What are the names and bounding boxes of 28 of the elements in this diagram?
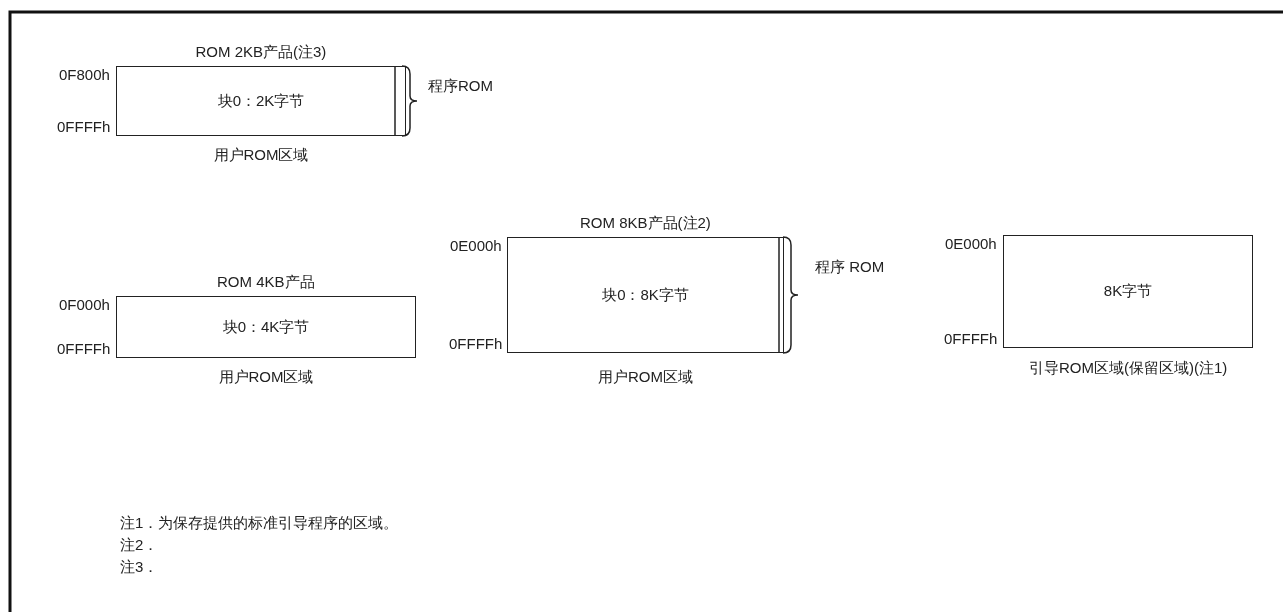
address-label: 0F800h bbox=[59, 66, 110, 84]
address-label: 0FFFFh bbox=[449, 335, 503, 353]
memory-block bbox=[507, 237, 784, 353]
block-label: 块0：8K字节 bbox=[602, 285, 689, 305]
area-heading: ROM 2KB产品(注3) bbox=[195, 43, 327, 61]
address-label: 0F000h bbox=[59, 296, 110, 314]
address-label: 0E000h bbox=[945, 235, 997, 253]
address-label: 0FFFFh bbox=[57, 118, 111, 136]
memory-block bbox=[1003, 235, 1253, 348]
area-caption: 引导ROM区域(保留区域)(注1) bbox=[1029, 359, 1228, 377]
area-heading: ROM 8KB产品(注2) bbox=[580, 214, 711, 232]
note: 注2． bbox=[120, 536, 159, 554]
block-label: 块0：2K字节 bbox=[217, 91, 305, 111]
area-caption: 用户ROM区域 bbox=[218, 368, 314, 386]
block-label: 块0：4K字节 bbox=[222, 317, 310, 337]
area-caption: 用户ROM区域 bbox=[213, 146, 309, 164]
memory-block bbox=[116, 66, 406, 136]
block-label: 8K字节 bbox=[1103, 282, 1153, 301]
brace-label: 程序 ROM bbox=[815, 258, 885, 276]
note: 注1．为保存提供的标准引导程序的区域。 bbox=[120, 514, 399, 532]
address-label: 0E000h bbox=[450, 237, 502, 255]
brace-label: 程序ROM bbox=[428, 77, 493, 95]
note: 注3． bbox=[120, 558, 159, 576]
area-caption: 用户ROM区域 bbox=[598, 368, 693, 386]
area-heading: ROM 4KB产品 bbox=[217, 273, 315, 291]
address-label: 0FFFFh bbox=[944, 330, 998, 348]
memory-block bbox=[116, 296, 416, 358]
address-label: 0FFFFh bbox=[57, 340, 111, 358]
